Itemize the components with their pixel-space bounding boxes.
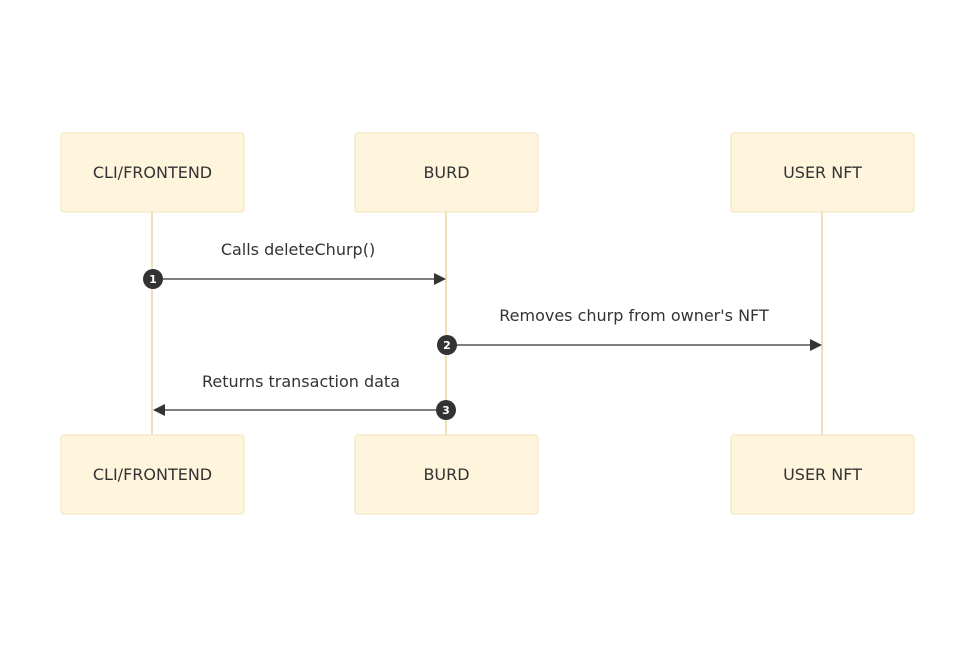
actor-bottom-burd: BURD bbox=[354, 434, 539, 515]
message-label: Returns transaction data bbox=[202, 372, 400, 391]
message-1: Calls deleteChurp() 1 bbox=[143, 240, 446, 289]
actor-label: BURD bbox=[423, 163, 469, 182]
actor-box bbox=[730, 434, 915, 515]
actor-label: CLI/FRONTEND bbox=[93, 465, 212, 484]
actor-box bbox=[60, 132, 245, 213]
actor-bottom-user-nft: USER NFT bbox=[730, 434, 915, 515]
sequence-number-badge bbox=[437, 335, 457, 355]
actor-label: BURD bbox=[423, 465, 469, 484]
actor-top-burd: BURD bbox=[354, 132, 539, 213]
actor-label: USER NFT bbox=[783, 465, 862, 484]
actor-label: USER NFT bbox=[783, 163, 862, 182]
actor-box bbox=[354, 434, 539, 515]
actor-bottom-cli-frontend: CLI/FRONTEND bbox=[60, 434, 245, 515]
actor-top-user-nft: USER NFT bbox=[730, 132, 915, 213]
sequence-number-badge bbox=[436, 400, 456, 420]
message-2: Removes churp from owner's NFT 2 bbox=[437, 306, 822, 355]
actor-top-cli-frontend: CLI/FRONTEND bbox=[60, 132, 245, 213]
message-3: Returns transaction data 3 bbox=[153, 372, 456, 420]
message-label: Calls deleteChurp() bbox=[221, 240, 375, 259]
sequence-number: 2 bbox=[443, 339, 451, 352]
actor-box bbox=[60, 434, 245, 515]
sequence-number-badge bbox=[143, 269, 163, 289]
message-label: Removes churp from owner's NFT bbox=[499, 306, 769, 325]
sequence-number: 3 bbox=[442, 404, 450, 417]
actor-label: CLI/FRONTEND bbox=[93, 163, 212, 182]
sequence-number: 1 bbox=[149, 273, 157, 286]
actor-box bbox=[354, 132, 539, 213]
actor-box bbox=[730, 132, 915, 213]
